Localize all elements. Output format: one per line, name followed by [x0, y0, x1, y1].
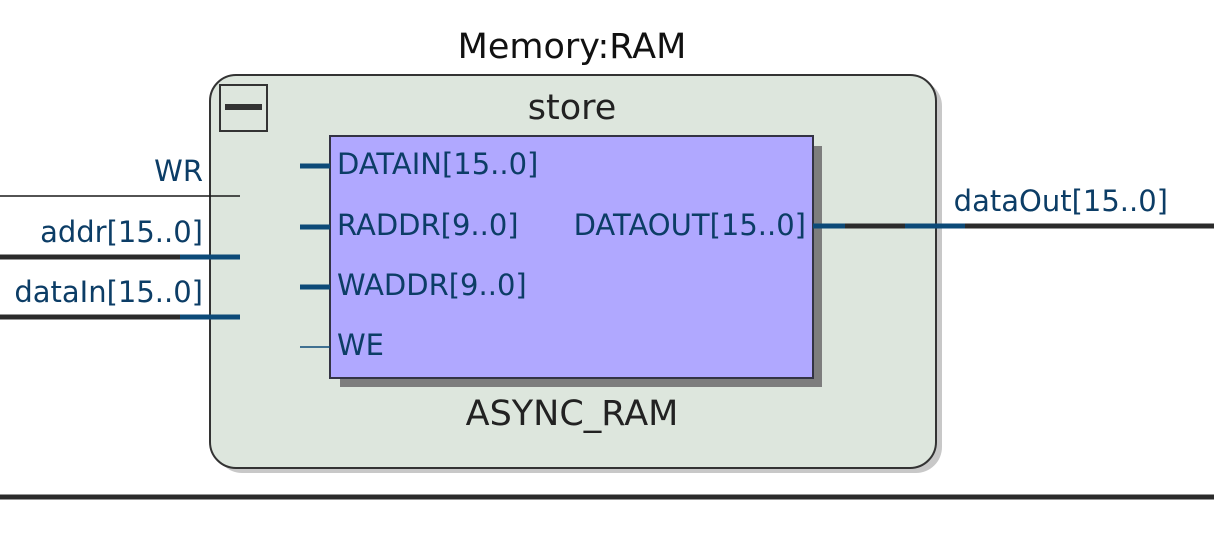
input-label-datain: dataIn[15..0] — [14, 275, 203, 309]
input-label-wr: WR — [154, 154, 203, 188]
minus-icon — [225, 104, 262, 110]
port-label-raddr: RADDR[9..0] — [337, 208, 519, 242]
port-label-we: WE — [337, 328, 384, 362]
instance-name: store — [528, 88, 617, 128]
ram-block[interactable] — [329, 135, 814, 379]
collapse-button[interactable] — [219, 84, 268, 132]
port-label-waddr: WADDR[9..0] — [337, 268, 527, 302]
output-label-dataout: dataOut[15..0] — [954, 184, 1168, 218]
instance-type: ASYNC_RAM — [466, 394, 679, 434]
module-title: Memory:RAM — [458, 27, 687, 67]
port-label-dataout: DATAOUT[15..0] — [574, 208, 806, 242]
port-label-datain: DATAIN[15..0] — [337, 147, 538, 181]
input-label-addr: addr[15..0] — [40, 215, 203, 249]
